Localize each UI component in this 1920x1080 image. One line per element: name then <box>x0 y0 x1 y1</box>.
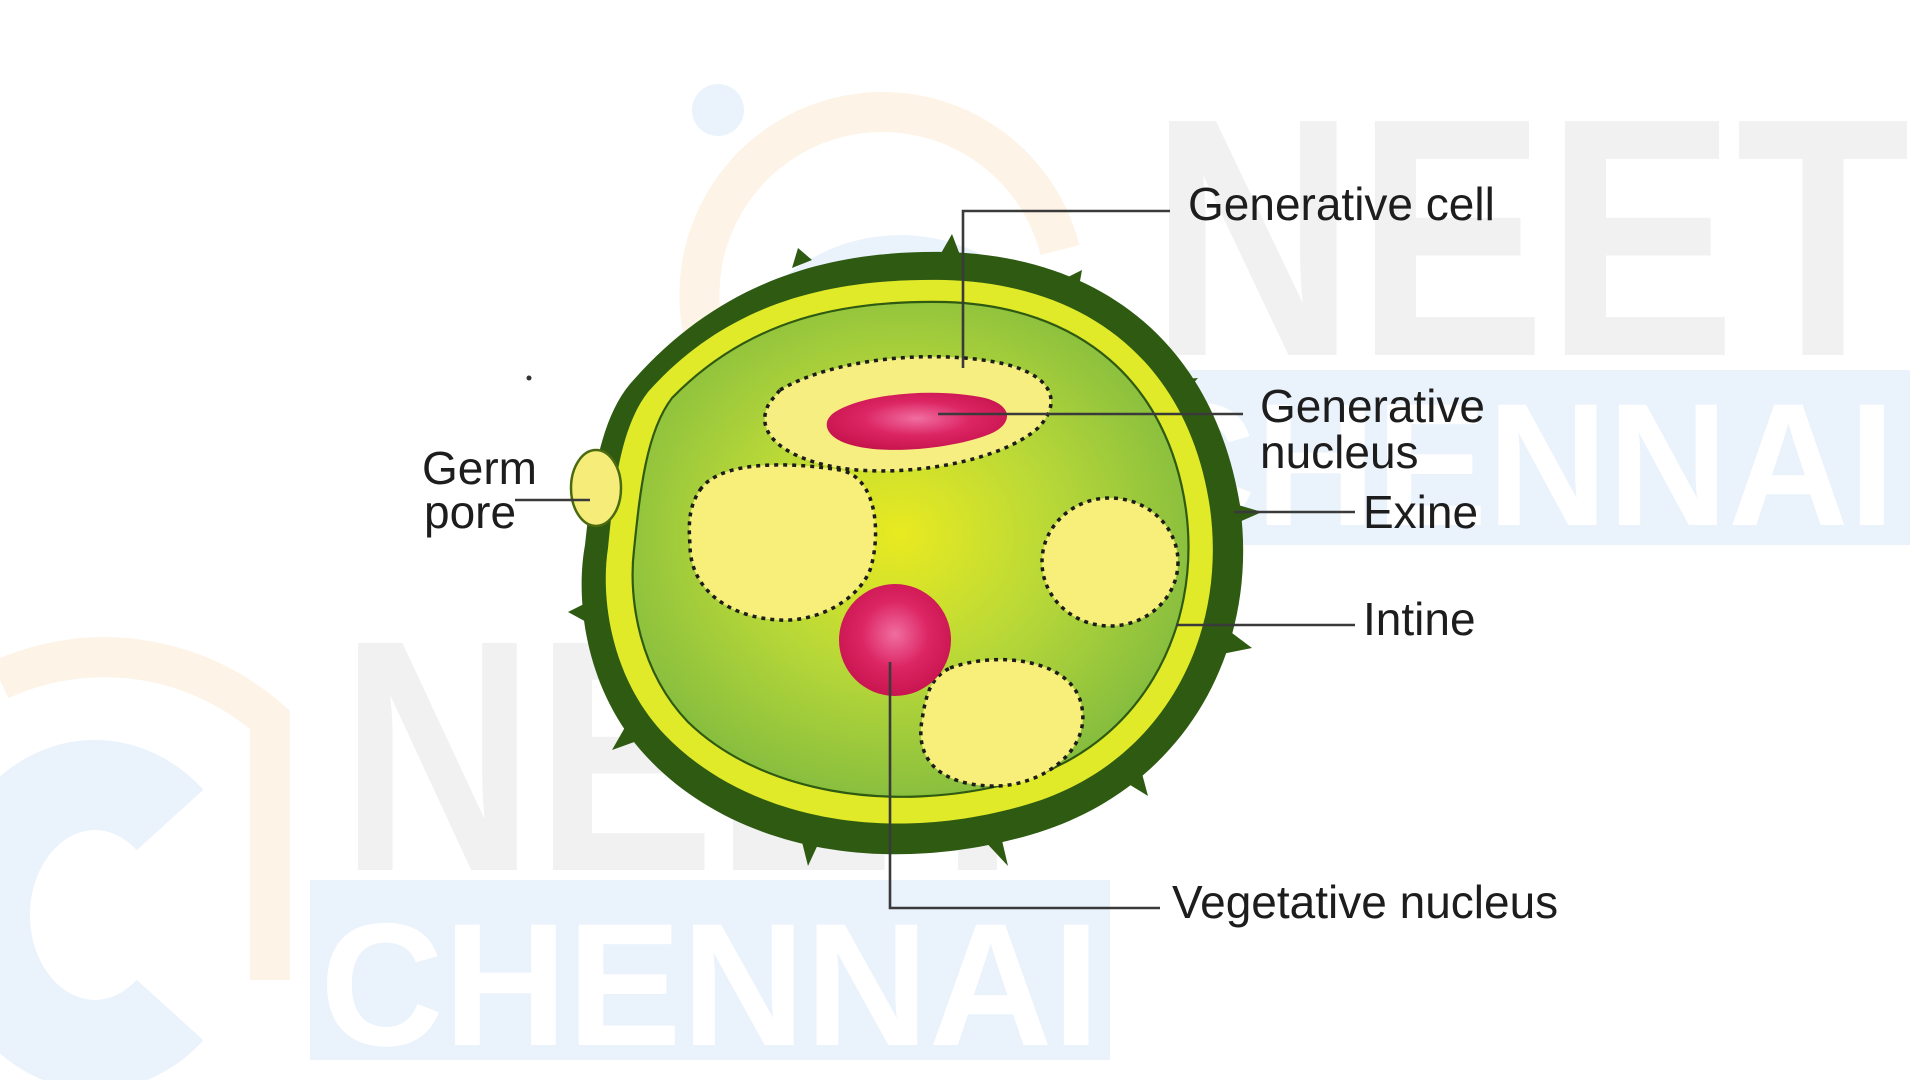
label-generative-cell: Generative cell <box>1188 178 1495 230</box>
leader-vegetative-nucleus <box>888 662 1160 910</box>
labels: Generative cell Generative nucleus Germ … <box>422 178 1558 928</box>
label-generative-nucleus-line1: Generative <box>1260 380 1485 432</box>
leader-generative-cell <box>961 209 1170 368</box>
pollen-grain <box>568 234 1262 866</box>
label-germ-pore-line2: pore <box>424 486 516 538</box>
watermark-orange-arc-2 <box>0 637 290 980</box>
leader-lines <box>515 209 1355 910</box>
exine-spine <box>612 722 640 750</box>
watermark-blue-c <box>0 740 204 1080</box>
vacuole <box>1040 496 1180 628</box>
germ-pore <box>569 448 623 528</box>
exine-spine <box>792 248 812 268</box>
label-germ-pore-line1: Germ <box>422 442 537 494</box>
vacuole <box>919 657 1085 788</box>
watermark-orange-arc <box>679 91 1080 345</box>
watermark-word-chennai: CHENNAI <box>1135 368 1895 563</box>
watermark-word-neet: NEET <box>1150 48 1910 428</box>
vegetative-nucleus <box>839 584 951 696</box>
watermark-band-2 <box>310 880 1110 1060</box>
stray-dot <box>526 375 532 381</box>
label-intine: Intine <box>1363 593 1476 645</box>
generative-nucleus <box>826 392 1008 450</box>
label-generative-nucleus-line2: nucleus <box>1260 426 1419 478</box>
label-exine: Exine <box>1363 486 1478 538</box>
label-vegetative-nucleus: Vegetative nucleus <box>1172 876 1558 928</box>
vacuole <box>687 463 878 622</box>
exine-spine <box>940 234 960 255</box>
watermark-dot <box>692 84 744 136</box>
watermark-word-chennai-2: CHENNAI <box>320 888 1100 1080</box>
